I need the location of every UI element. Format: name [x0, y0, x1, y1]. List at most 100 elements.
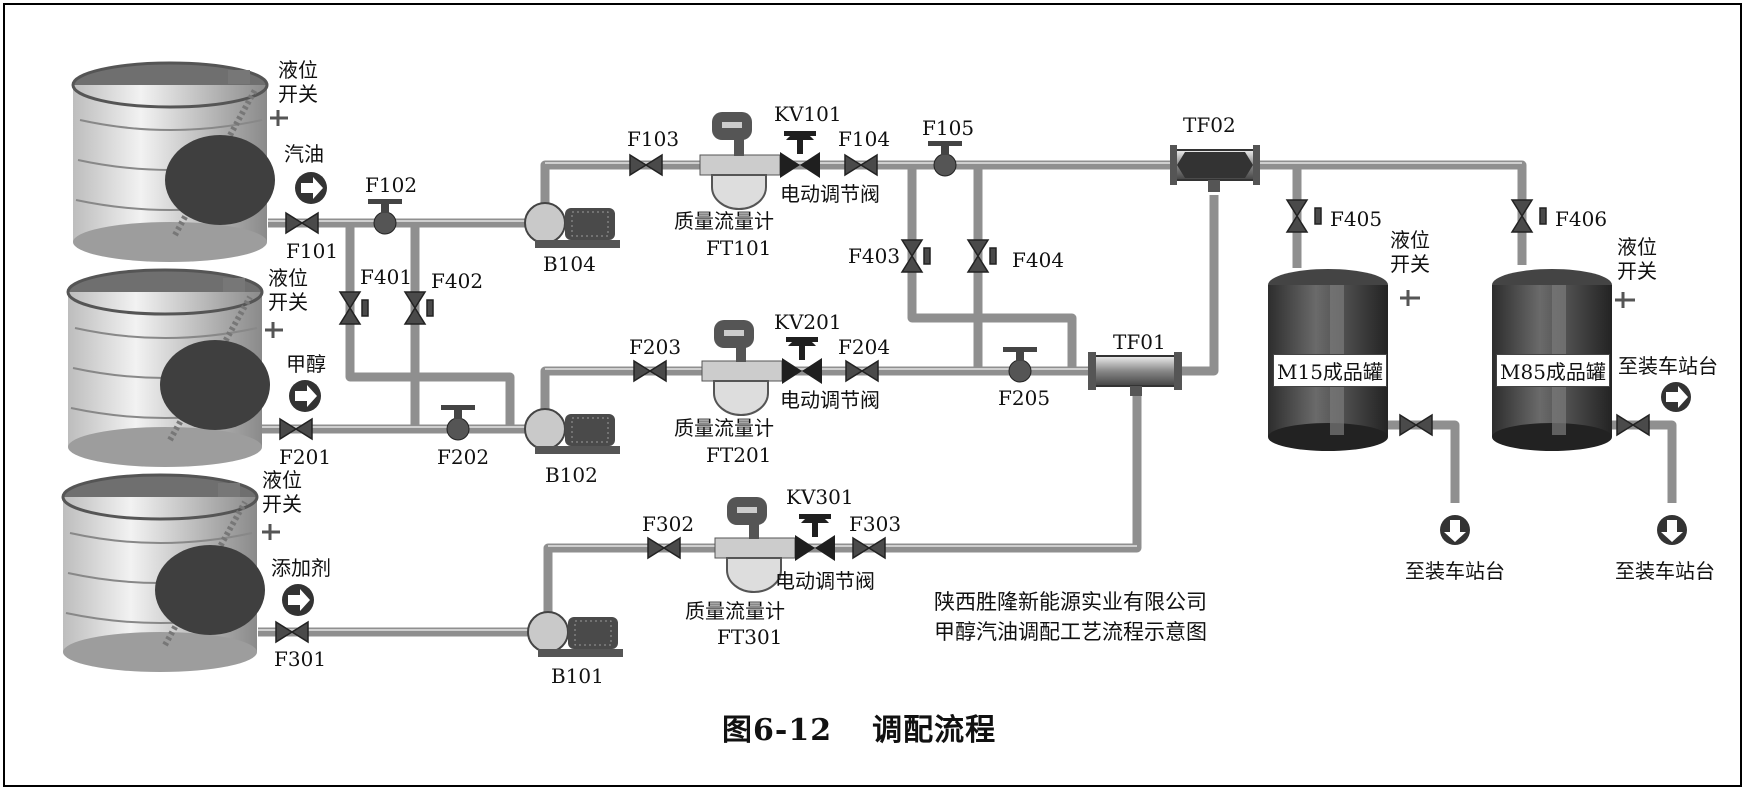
- valve-f103-label: F103: [627, 127, 680, 151]
- pump-b104-label: B104: [543, 252, 596, 276]
- pump-b104-icon: [524, 202, 620, 248]
- feed-additive-label: 添加剂: [271, 556, 331, 580]
- valve-f204-icon: [845, 359, 879, 383]
- feed-gasoline-label: 汽油: [284, 142, 324, 166]
- control-valve-kv101-label: 电动调节阀: [780, 182, 880, 206]
- valve-f303-label: F303: [849, 512, 902, 536]
- pipe-m85-outlet: [1610, 420, 1677, 503]
- valve-f104-label: F104: [838, 127, 891, 151]
- valve-f402-icon: [403, 291, 434, 325]
- product-tank-m15-label: M15成品罐: [1273, 354, 1387, 387]
- flowmeter-ft201-tag: FT201: [706, 443, 772, 467]
- valve-f204-label: F204: [838, 335, 891, 359]
- outlet-m85-label: 至装车站台: [1615, 559, 1715, 583]
- figure-title: 调配流程: [872, 713, 997, 748]
- flowmeter-ft301-label: 质量流量计: [685, 599, 785, 623]
- level-switch-methanol-icon: [265, 322, 283, 338]
- level-switch-gasoline-icon: [270, 110, 288, 126]
- flow-arrows: [282, 172, 1691, 616]
- control-valve-kv301-label: 电动调节阀: [775, 569, 875, 593]
- valve-f103-icon: [629, 153, 663, 177]
- valve-f205-label: F205: [998, 386, 1051, 410]
- control-valve-kv201-tag: KV201: [774, 310, 842, 334]
- flowmeter-ft101-label: 质量流量计: [674, 209, 774, 233]
- pump-b102-label: B102: [545, 463, 598, 487]
- level-switch-methanol-label: 液位 开关: [268, 266, 308, 314]
- valve-f203-icon: [633, 359, 667, 383]
- level-switch-gasoline-label: 液位 开关: [278, 58, 318, 106]
- valve-f201-label: F201: [279, 445, 332, 469]
- valve-f405-icon: [1285, 199, 1322, 233]
- valve-f202-label: F202: [437, 445, 490, 469]
- mixer-tf02-icon: [1170, 145, 1260, 192]
- valve-f405-label: F405: [1330, 207, 1383, 231]
- valve-f102-icon: [368, 199, 402, 235]
- company-note: 陕西胜隆新能源实业有限公司 甲醇汽油调配工艺流程示意图: [934, 587, 1207, 647]
- valve-f201-icon: [279, 417, 313, 441]
- valve-f203-label: F203: [629, 335, 682, 359]
- figure-number: 图6-12: [722, 713, 833, 748]
- pump-b101-label: B101: [551, 664, 604, 688]
- level-switch-m85-label: 液位 开关: [1617, 235, 1657, 283]
- flowmeter-ft301-tag: FT301: [717, 625, 783, 649]
- valve-f202-icon: [441, 405, 475, 441]
- feed-tank-gasoline: [71, 61, 275, 262]
- valve-f402-label: F402: [431, 269, 484, 293]
- control-valve-kv201-label: 电动调节阀: [780, 388, 880, 412]
- flowmeter-ft301-icon: [714, 497, 796, 593]
- valve-f303-icon: [852, 536, 886, 560]
- valve-f101-label: F101: [286, 239, 339, 263]
- control-valve-kv301-tag: KV301: [786, 485, 854, 509]
- pump-b101-icon: [527, 611, 623, 657]
- valve-f105-icon: [928, 141, 962, 177]
- arrow-methanol-icon: [289, 380, 321, 412]
- pipe-f401-bypass: [345, 223, 515, 429]
- valve-f301-icon: [275, 620, 309, 644]
- outlet-side-label: 至装车站台: [1618, 354, 1718, 378]
- valve-f302-icon: [647, 536, 681, 560]
- flowmeters: [699, 112, 796, 593]
- pipe-b104-discharge: [540, 160, 1175, 213]
- figure-frame: [3, 3, 1742, 787]
- valve-f102-label: F102: [365, 173, 418, 197]
- mixers: [1088, 145, 1260, 396]
- pipe-b101-discharge: [543, 378, 1142, 621]
- valve-f401-icon: [338, 291, 369, 325]
- mixer-tf02-label: TF02: [1183, 113, 1236, 137]
- mixer-tf01-label: TF01: [1113, 330, 1166, 354]
- level-switch-additive-icon: [262, 524, 280, 540]
- control-valve-kv101-icon: [780, 131, 820, 178]
- valve-f406-label: F406: [1555, 207, 1608, 231]
- ball-valves: [368, 141, 1037, 441]
- valve-f301-label: F301: [274, 647, 327, 671]
- valve-f101-icon: [285, 211, 319, 235]
- valve-f105-label: F105: [922, 116, 975, 140]
- control-valve-kv301-icon: [795, 514, 835, 561]
- valve-m85-outlet-icon: [1616, 413, 1650, 437]
- valve-f404-icon: [966, 239, 997, 273]
- pipe-m15-outlet: [1385, 420, 1460, 503]
- arrow-side-outlet-icon: [1661, 382, 1691, 412]
- valves-horizontal: [275, 153, 1650, 644]
- flowmeter-ft201-icon: [701, 320, 783, 416]
- flowmeter-ft201-label: 质量流量计: [674, 416, 774, 440]
- arrow-m15-down-icon: [1440, 515, 1470, 545]
- valve-f406-icon: [1510, 199, 1547, 233]
- control-valve-kv101-tag: KV101: [774, 102, 842, 126]
- arrow-gasoline-icon: [295, 172, 327, 204]
- feed-methanol-label: 甲醇: [286, 352, 326, 376]
- arrow-additive-icon: [282, 584, 314, 616]
- valves-vertical: [338, 199, 1547, 325]
- feed-tank-methanol: [66, 268, 270, 467]
- level-switch-m15-label: 液位 开关: [1390, 228, 1430, 276]
- flowmeter-ft101-tag: FT101: [706, 236, 772, 260]
- arrow-m85-down-icon: [1657, 515, 1687, 545]
- pumps: [524, 202, 623, 657]
- valve-f403-label: F403: [848, 244, 901, 268]
- level-switch-additive-label: 液位 开关: [262, 468, 302, 516]
- pump-b102-icon: [524, 408, 620, 454]
- valve-f401-label: F401: [360, 265, 413, 289]
- valve-f104-icon: [844, 153, 878, 177]
- valve-f403-icon: [900, 239, 931, 273]
